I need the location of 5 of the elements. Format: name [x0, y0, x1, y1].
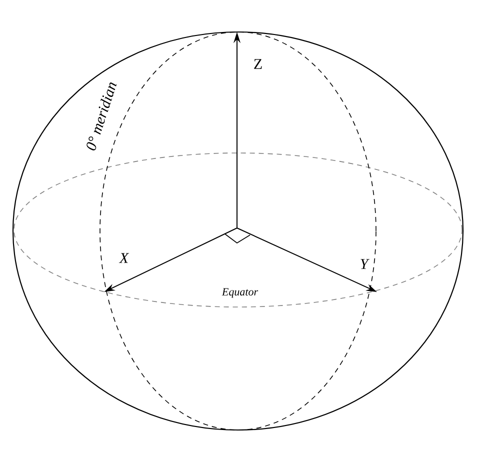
axis-label: Equator	[222, 288, 258, 298]
axis-label: Z	[254, 59, 262, 69]
axis-label: 0° meridian	[86, 82, 117, 150]
axis-label: X	[118, 253, 130, 263]
axis-label: Y	[360, 259, 370, 269]
